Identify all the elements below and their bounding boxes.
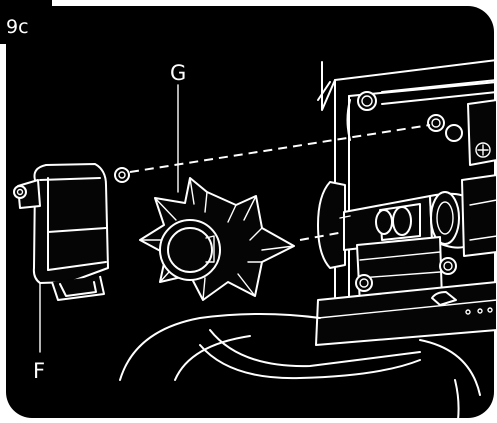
step-label: 9c bbox=[6, 16, 29, 38]
o-ring bbox=[114, 167, 130, 183]
impeller-part bbox=[139, 177, 295, 301]
step-badge bbox=[0, 0, 52, 44]
shaft-axis bbox=[299, 231, 345, 241]
alignment-axis bbox=[129, 124, 431, 173]
callout-label-f: F bbox=[33, 359, 45, 383]
callout-label-g: G bbox=[170, 61, 186, 85]
pump-housing bbox=[119, 59, 497, 421]
cover-part bbox=[13, 163, 130, 301]
